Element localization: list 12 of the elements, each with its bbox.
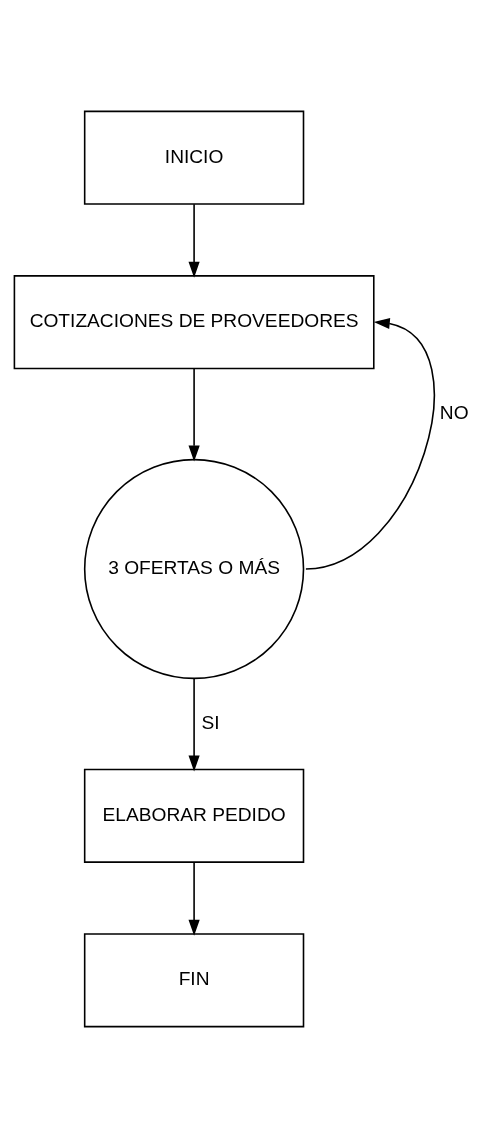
node-box: FIN bbox=[83, 933, 305, 1028]
arrow bbox=[188, 368, 200, 462]
arrow bbox=[305, 317, 436, 570]
arrow bbox=[188, 678, 200, 772]
node-box: COTIZACIONES DE PROVEEDORES bbox=[13, 275, 375, 370]
arrow bbox=[188, 861, 200, 936]
node-circle: 3 OFERTAS O MÁS bbox=[83, 458, 305, 680]
edge-label: NO bbox=[439, 402, 469, 424]
arrow bbox=[188, 203, 200, 278]
edge-label: SI bbox=[201, 711, 220, 733]
node-box: ELABORAR PEDIDO bbox=[83, 768, 305, 863]
node-box: INICIO bbox=[83, 110, 305, 205]
